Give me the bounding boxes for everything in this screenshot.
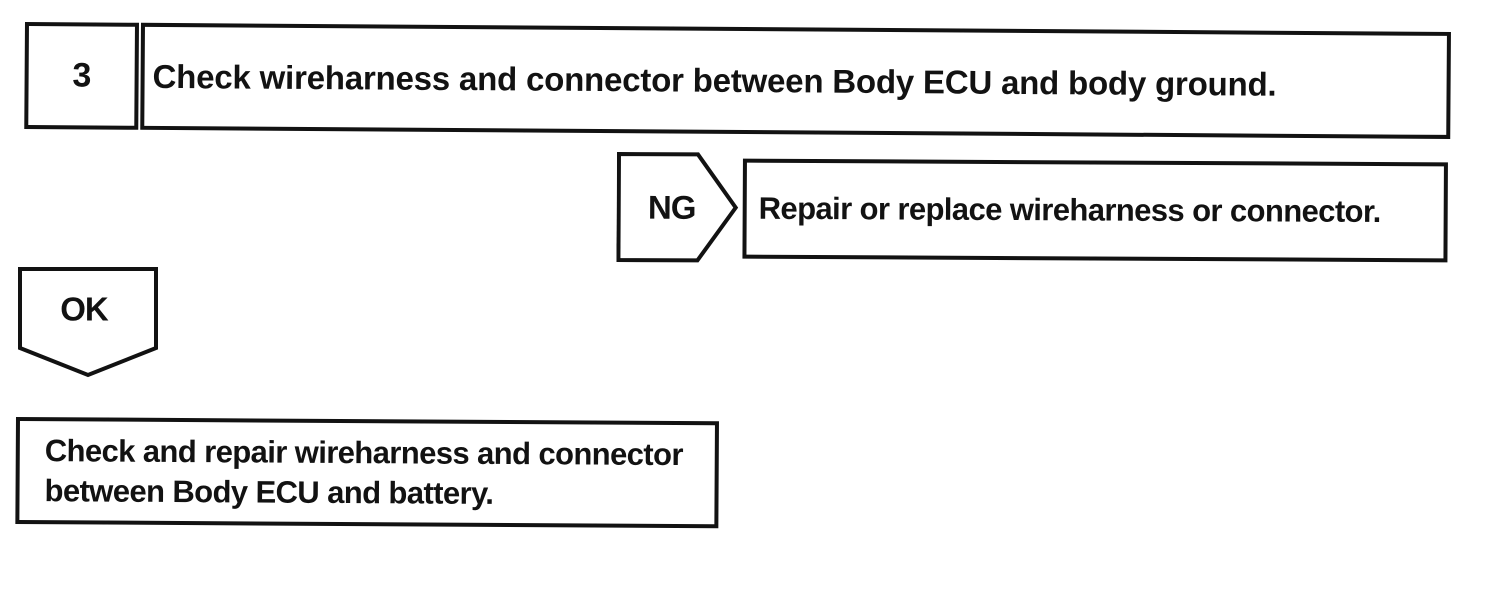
ok-connector-icon: OK <box>18 267 158 378</box>
ng-pentagon-outline <box>616 151 739 263</box>
ng-connector-icon: NG <box>616 151 739 263</box>
ng-branch-row: NG Repair or replace wireharness or conn… <box>616 151 1453 269</box>
step-instruction-text: Check wireharness and connector between … <box>152 57 1277 103</box>
ok-action-text: Check and repair wireharness and connect… <box>44 433 683 511</box>
ng-action-box: Repair or replace wireharness or connect… <box>742 158 1448 263</box>
step-instruction-box: Check wireharness and connector between … <box>140 22 1451 139</box>
step-header-row: 3 Check wireharness and connector betwee… <box>24 22 1451 139</box>
ng-label: NG <box>648 189 696 226</box>
step-number: 3 <box>72 56 91 95</box>
ok-label: OK <box>60 291 109 328</box>
ok-action-box: Check and repair wireharness and connect… <box>15 417 719 529</box>
step-number-cell: 3 <box>24 22 139 130</box>
ok-pentagon-outline <box>18 267 158 378</box>
ng-action-text: Repair or replace wireharness or connect… <box>758 190 1381 229</box>
